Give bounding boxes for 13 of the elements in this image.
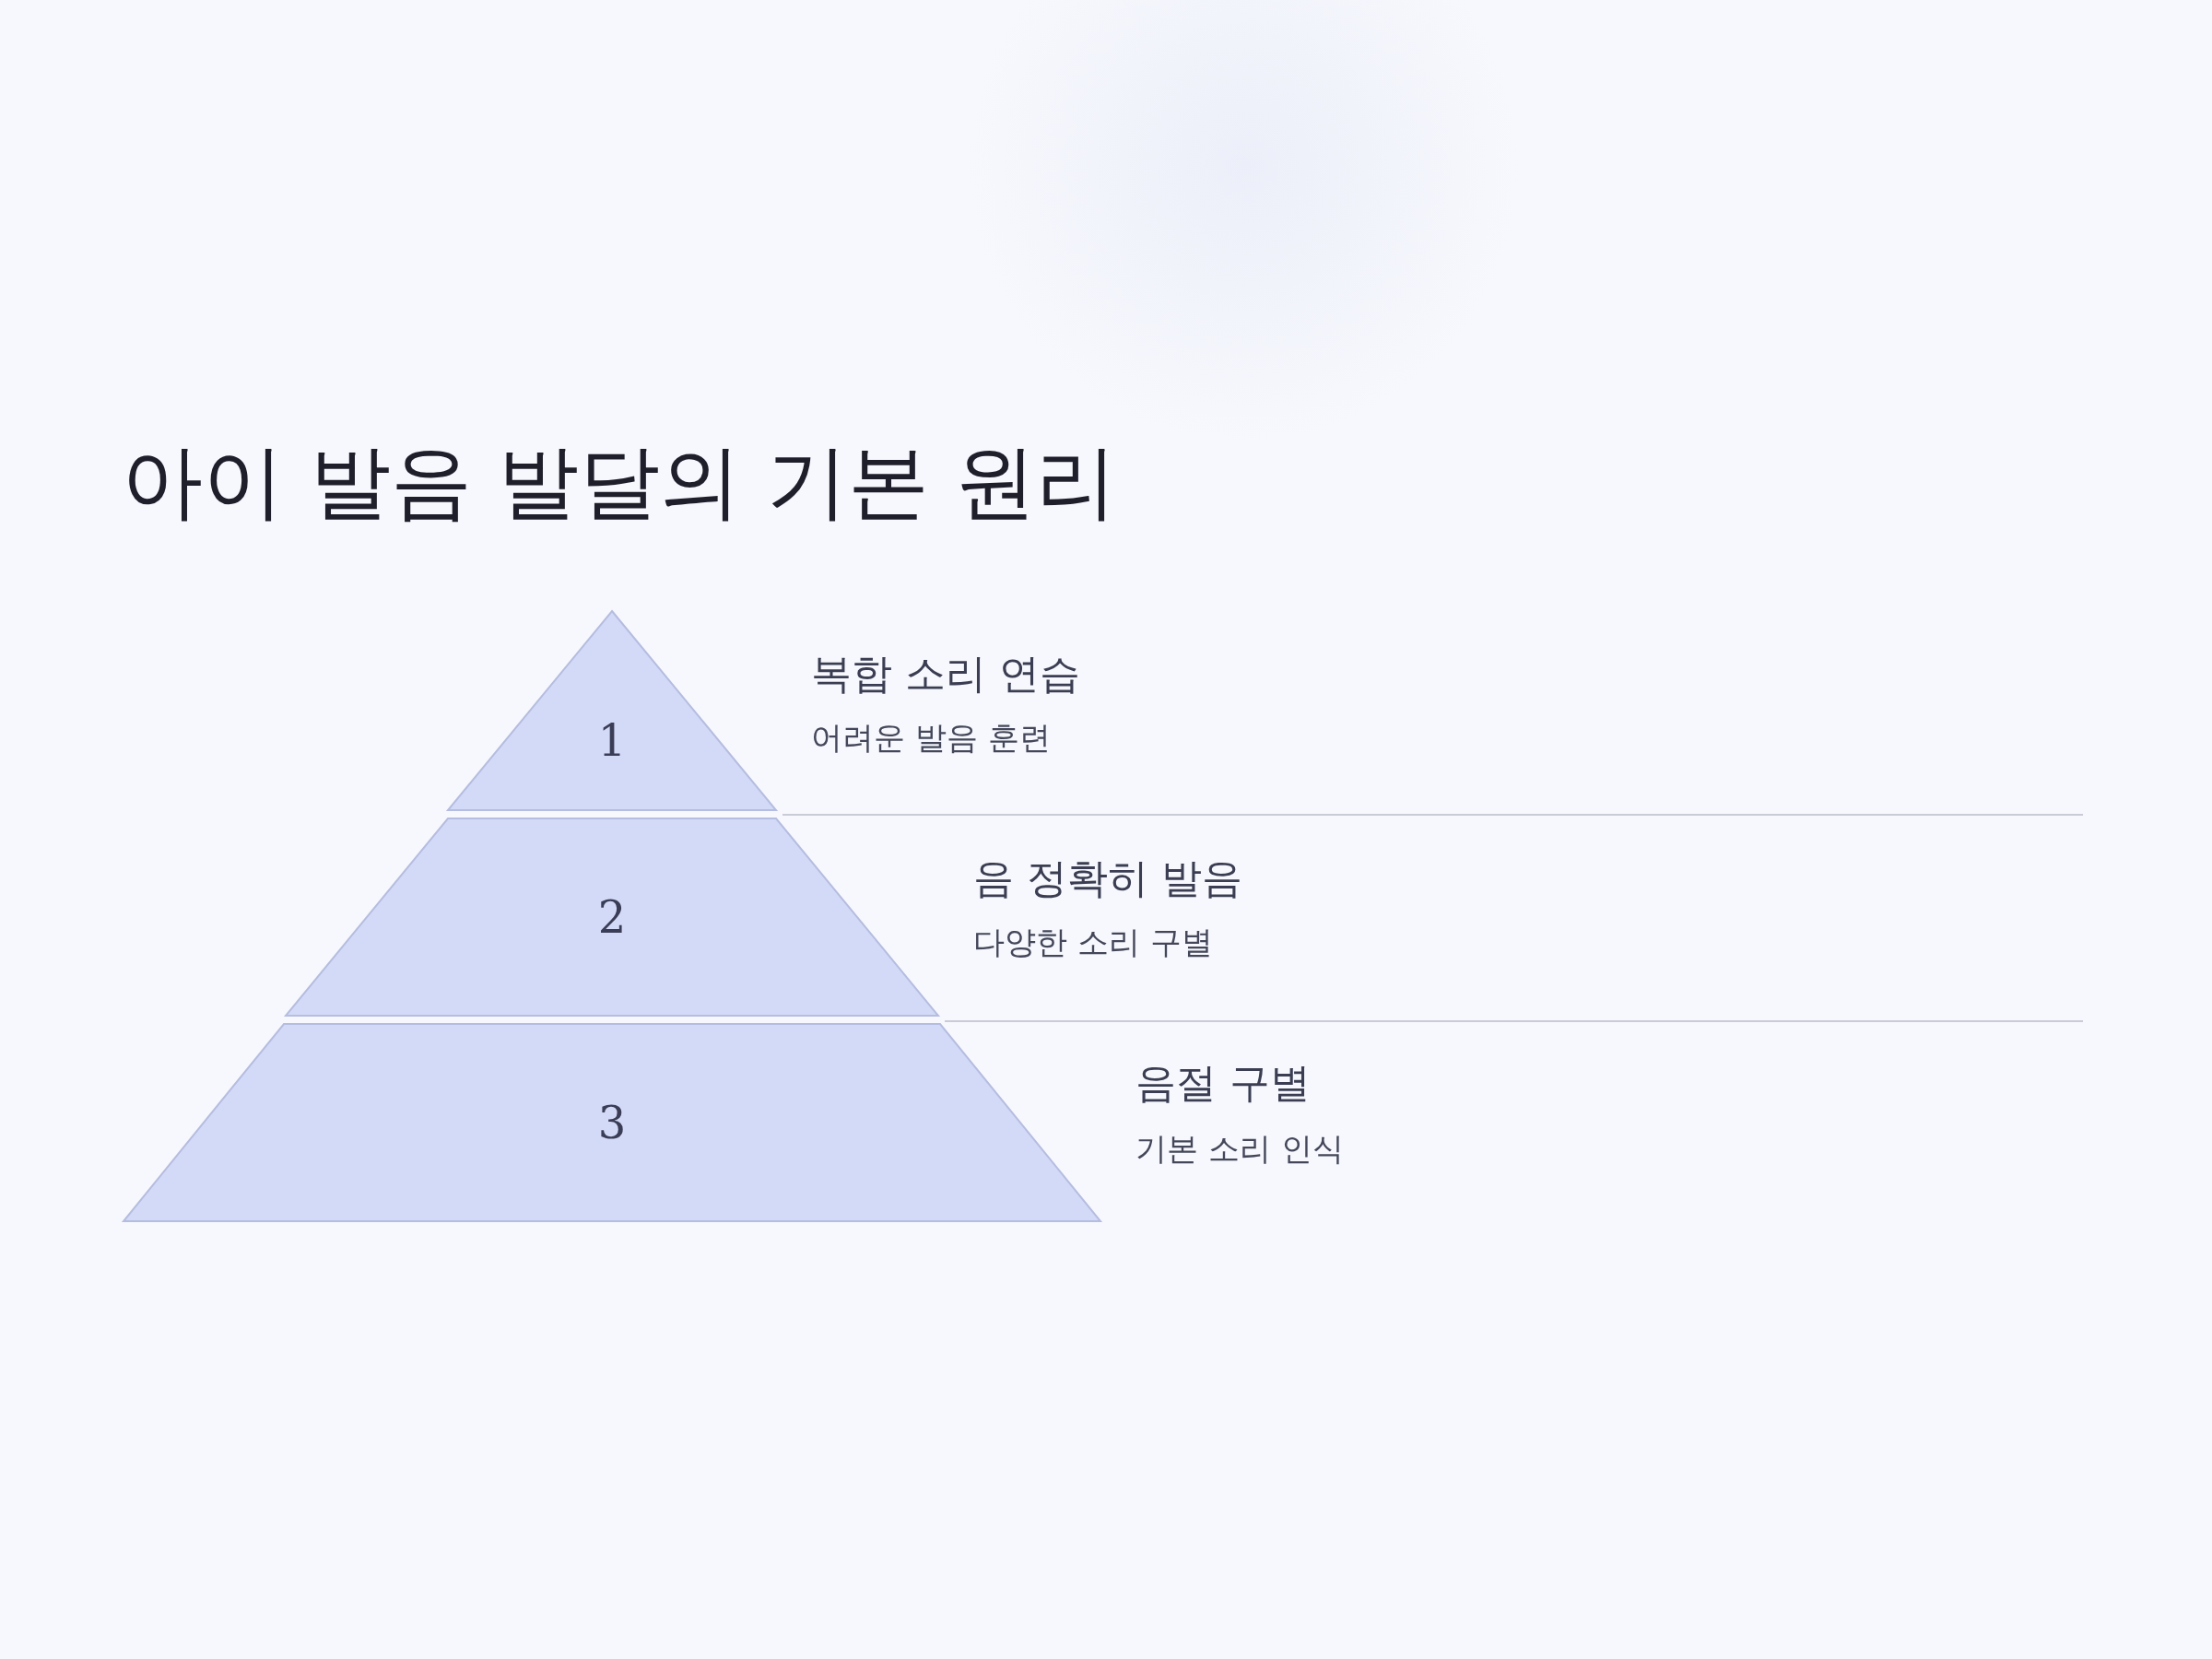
tier-number: 2 <box>597 895 627 939</box>
pyramid-tier <box>124 1024 1100 1221</box>
tier-heading: 복합 소리 연습 <box>811 650 1080 699</box>
tier-heading: 음 정확히 발음 <box>973 854 1242 903</box>
pyramid-top <box>448 611 776 810</box>
tier-heading: 음절 구별 <box>1135 1059 1311 1108</box>
tier-description: 기본 소리 인식 <box>1135 1130 1344 1168</box>
tier-description: 다양한 소리 구별 <box>973 924 1213 961</box>
tier-description: 어려운 발음 훈련 <box>811 719 1051 757</box>
title: 아이 발음 발달의 기본 원리 <box>122 433 1117 531</box>
pyramid-tier <box>286 818 938 1016</box>
tier-number: 1 <box>597 718 627 763</box>
tier-number: 3 <box>597 1100 627 1145</box>
